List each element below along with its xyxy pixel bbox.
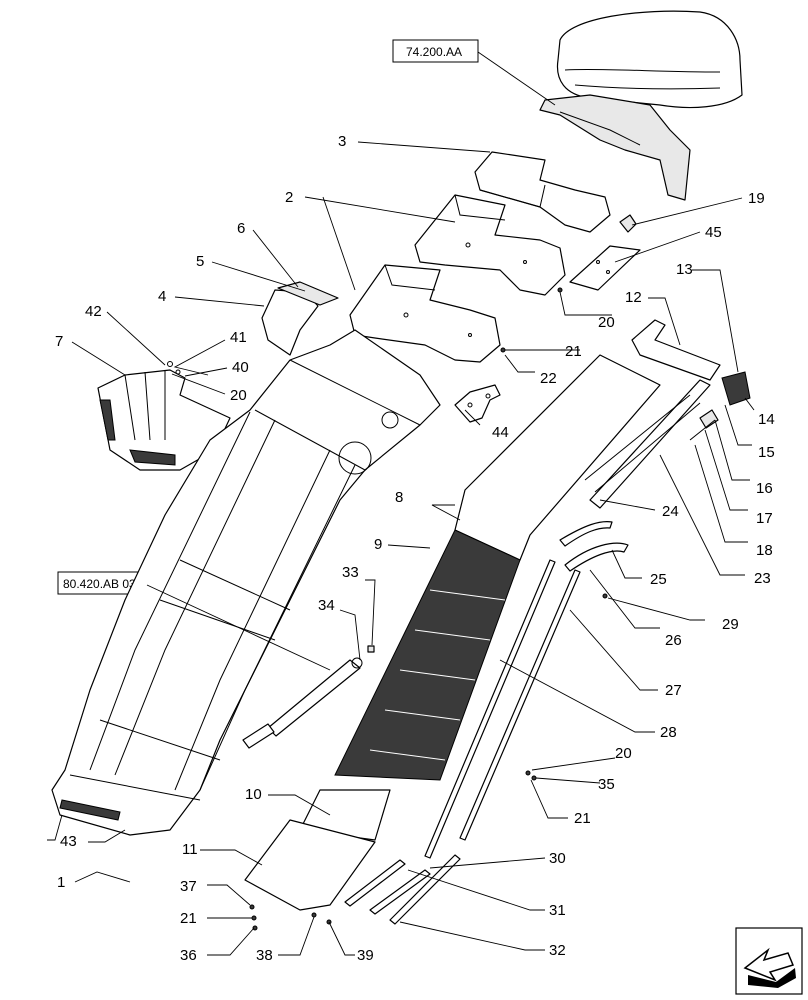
callout-39: 39 [357,947,374,964]
parts-30-32-strips [344,854,461,925]
callout-33: 33 [342,564,359,581]
part-23-24-rails [584,379,711,509]
part-11-panel [244,819,376,911]
callout-26: 26 [665,632,682,649]
parts-15-18-fasteners [689,409,719,441]
callout-13: 13 [676,261,693,278]
callout-2: 2 [285,189,293,206]
leader-lines [47,51,755,956]
small-fasteners [249,287,608,931]
callout-42: 42 [85,303,102,320]
top-hood-assembly [539,10,743,201]
part-19-plug [619,214,637,233]
callout-10: 10 [245,786,262,803]
callout-36: 36 [180,947,197,964]
callout-15: 15 [758,444,775,461]
callout-27: 27 [665,682,682,699]
callout-43: 43 [60,833,77,850]
callout-labels: 3 2 6 5 4 42 7 41 40 20 19 45 13 12 20 2… [55,133,775,964]
part-4-cover [261,289,319,356]
callout-30: 30 [549,850,566,867]
callout-24: 24 [662,503,679,520]
part-5-6-plate [277,281,339,306]
callout-40: 40 [232,359,249,376]
callout-31: 31 [549,902,566,919]
part-12-bracket [631,319,721,381]
callout-21-mid: 21 [565,343,582,360]
part-33-screw [367,645,375,653]
svg-text:80.420.AB 03: 80.420.AB 03 [63,577,136,591]
callout-18: 18 [756,542,773,559]
callout-35: 35 [598,776,615,793]
callout-17: 17 [756,510,773,527]
callout-14: 14 [758,411,775,428]
callout-16: 16 [756,480,773,497]
callout-6: 6 [237,220,245,237]
part-34-cylinder [242,657,363,749]
chute-section-3 [474,151,611,233]
chute-section-2-lower [349,264,501,363]
callout-22: 22 [540,370,557,387]
next-page-arrow-icon[interactable] [735,927,803,995]
callout-28: 28 [660,724,677,741]
callout-41: 41 [230,329,247,346]
callout-11: 11 [182,841,198,858]
callout-20-mid: 20 [598,314,615,331]
callout-21-right: 21 [574,810,591,827]
callout-9: 9 [374,536,382,553]
callout-44: 44 [492,424,509,441]
callout-25: 25 [650,571,667,588]
chute-section-2-upper [414,194,566,296]
callout-23: 23 [754,570,771,587]
callout-37: 37 [180,878,197,895]
callout-19: 19 [748,190,765,207]
reference-74-200-aa[interactable]: 74.200.AA [392,39,479,63]
callout-20-right: 20 [615,745,632,762]
callout-12: 12 [625,289,642,306]
callout-1: 1 [57,874,65,891]
part-13-14-block [721,371,751,406]
part-25-26-strips [559,520,629,572]
part-7-deflector [97,361,231,471]
main-elevator-frame [51,329,441,836]
callout-3: 3 [338,133,346,150]
svg-text:74.200.AA: 74.200.AA [406,45,462,59]
callout-20-left: 20 [230,387,247,404]
part-9-screen [334,529,521,781]
callout-8: 8 [395,489,403,506]
part-27-28-rails [424,559,581,859]
callout-4: 4 [158,288,166,305]
part-45-plate [569,245,641,291]
callout-32: 32 [549,942,566,959]
callout-5: 5 [196,253,204,270]
callout-29: 29 [722,616,739,633]
callout-38: 38 [256,947,273,964]
callout-34: 34 [318,597,335,614]
callout-45: 45 [705,224,722,241]
callout-21-bottom: 21 [180,910,197,927]
callout-7: 7 [55,333,63,350]
part-44-bracket [454,384,501,423]
